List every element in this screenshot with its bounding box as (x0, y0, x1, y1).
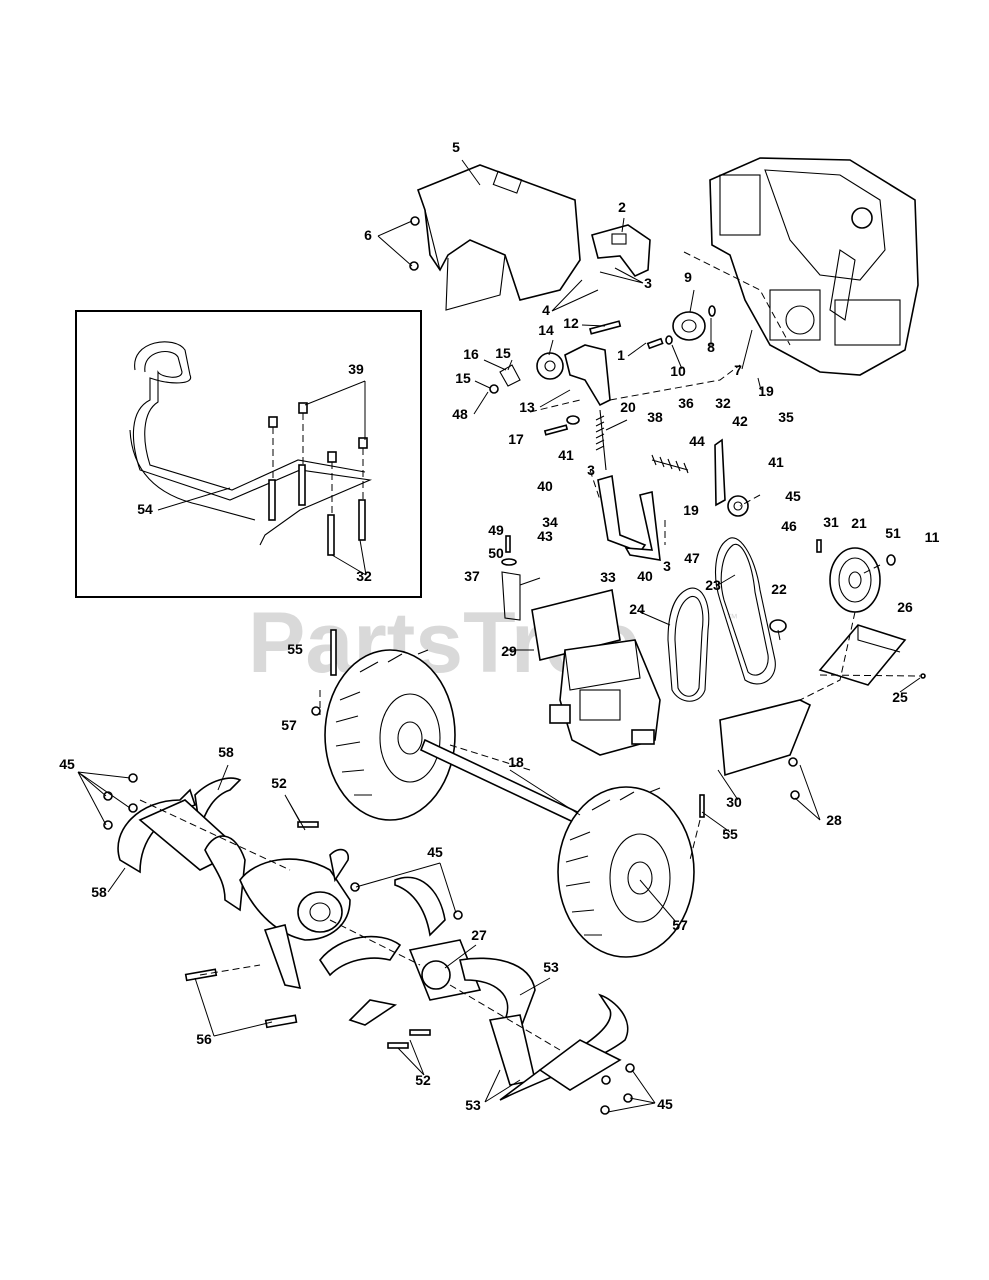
wheel-right (557, 786, 695, 958)
callout-c40b: 40 (637, 568, 653, 584)
watermark: PartsTree ™ (248, 595, 738, 691)
callout-c10: 10 (670, 363, 686, 379)
callout-c4: 4 (542, 302, 550, 318)
leader-lines (77, 159, 921, 1113)
callout-c2: 2 (618, 199, 626, 215)
callout-c17: 17 (508, 431, 524, 447)
callout-c32a: 32 (715, 395, 731, 411)
idler-assembly (489, 320, 622, 471)
callout-c21: 21 (851, 515, 867, 531)
callout-c9: 9 (684, 269, 692, 285)
handle-54 (129, 341, 373, 546)
inset-bolts (268, 402, 368, 556)
callout-c44: 44 (689, 433, 705, 449)
callout-c49: 49 (488, 522, 504, 538)
callout-c45a: 45 (785, 488, 801, 504)
control-brackets (501, 438, 749, 621)
callout-c32b: 32 (356, 568, 372, 584)
callout-c33: 33 (600, 569, 616, 585)
callout-c27: 27 (471, 927, 487, 943)
tines-right (319, 876, 629, 1101)
callout-c28: 28 (826, 812, 842, 828)
belts (667, 537, 776, 702)
callout-c58b: 58 (91, 884, 107, 900)
wheel-left (324, 649, 456, 821)
callout-c23: 23 (705, 577, 721, 593)
callout-c52b: 52 (415, 1072, 431, 1088)
assembly-lines (139, 251, 921, 1051)
callout-c25: 25 (892, 689, 908, 705)
callout-c57a: 57 (281, 717, 297, 733)
callout-c19b: 19 (683, 502, 699, 518)
callout-c53a: 53 (543, 959, 559, 975)
bracket-30 (719, 699, 812, 777)
callout-c53b: 53 (465, 1097, 481, 1113)
callout-c57b: 57 (672, 917, 688, 933)
callout-c35: 35 (778, 409, 794, 425)
callout-c8: 8 (707, 339, 715, 355)
callout-c37: 37 (464, 568, 480, 584)
callout-c55a: 55 (287, 641, 303, 657)
callout-c51: 51 (885, 525, 901, 541)
callout-c48: 48 (452, 406, 468, 422)
callout-c40a: 40 (537, 478, 553, 494)
pulley-9 (646, 305, 716, 350)
callout-c18: 18 (508, 754, 524, 770)
tines-left (117, 777, 351, 990)
belt-cover-5 (409, 164, 581, 311)
callout-c15a: 15 (495, 345, 511, 361)
callout-c30: 30 (726, 794, 742, 810)
inset-box (75, 310, 422, 598)
callout-c6: 6 (364, 227, 372, 243)
callout-c22: 22 (771, 581, 787, 597)
callout-c52a: 52 (271, 775, 287, 791)
callout-c16: 16 (463, 346, 479, 362)
callout-c56: 56 (196, 1031, 212, 1047)
callout-c14: 14 (538, 322, 554, 338)
callout-c47: 47 (684, 550, 700, 566)
callout-c20: 20 (620, 399, 636, 415)
callout-c34: 34 (542, 514, 558, 530)
callout-c3a: 3 (644, 275, 652, 291)
callout-c41b: 41 (768, 454, 784, 470)
plate-26 (818, 624, 907, 686)
callout-c12: 12 (563, 315, 579, 331)
callout-c11: 11 (925, 529, 940, 545)
callout-c43: 43 (537, 528, 553, 544)
callout-c36: 36 (678, 395, 694, 411)
callout-c19a: 19 (758, 383, 774, 399)
callout-c55b: 55 (722, 826, 738, 842)
callout-c26: 26 (897, 599, 913, 615)
callout-c45c: 45 (427, 844, 443, 860)
callout-c46: 46 (781, 518, 797, 534)
callout-c3c: 3 (663, 558, 671, 574)
callout-c7: 7 (734, 362, 742, 378)
callout-c50: 50 (488, 545, 504, 561)
callout-c41a: 41 (558, 447, 574, 463)
callout-c45d: 45 (657, 1096, 673, 1112)
callout-c42: 42 (732, 413, 748, 429)
callout-c45b: 45 (59, 756, 75, 772)
callout-c15b: 15 (455, 370, 471, 386)
callout-c38: 38 (647, 409, 663, 425)
axle-18 (419, 738, 592, 830)
callout-c29: 29 (501, 643, 517, 659)
callout-c58a: 58 (218, 744, 234, 760)
callout-c3b: 3 (587, 462, 595, 478)
transmission (531, 589, 661, 756)
callout-c24: 24 (629, 601, 645, 617)
callout-c1: 1 (617, 347, 625, 363)
callout-c5: 5 (452, 139, 460, 155)
callout-c13: 13 (519, 399, 535, 415)
callout-c39: 39 (348, 361, 364, 377)
callout-c54: 54 (137, 501, 153, 517)
engine (709, 157, 919, 376)
pulley-21 (769, 539, 896, 633)
bracket-2 (591, 224, 651, 277)
callout-c31: 31 (823, 514, 839, 530)
